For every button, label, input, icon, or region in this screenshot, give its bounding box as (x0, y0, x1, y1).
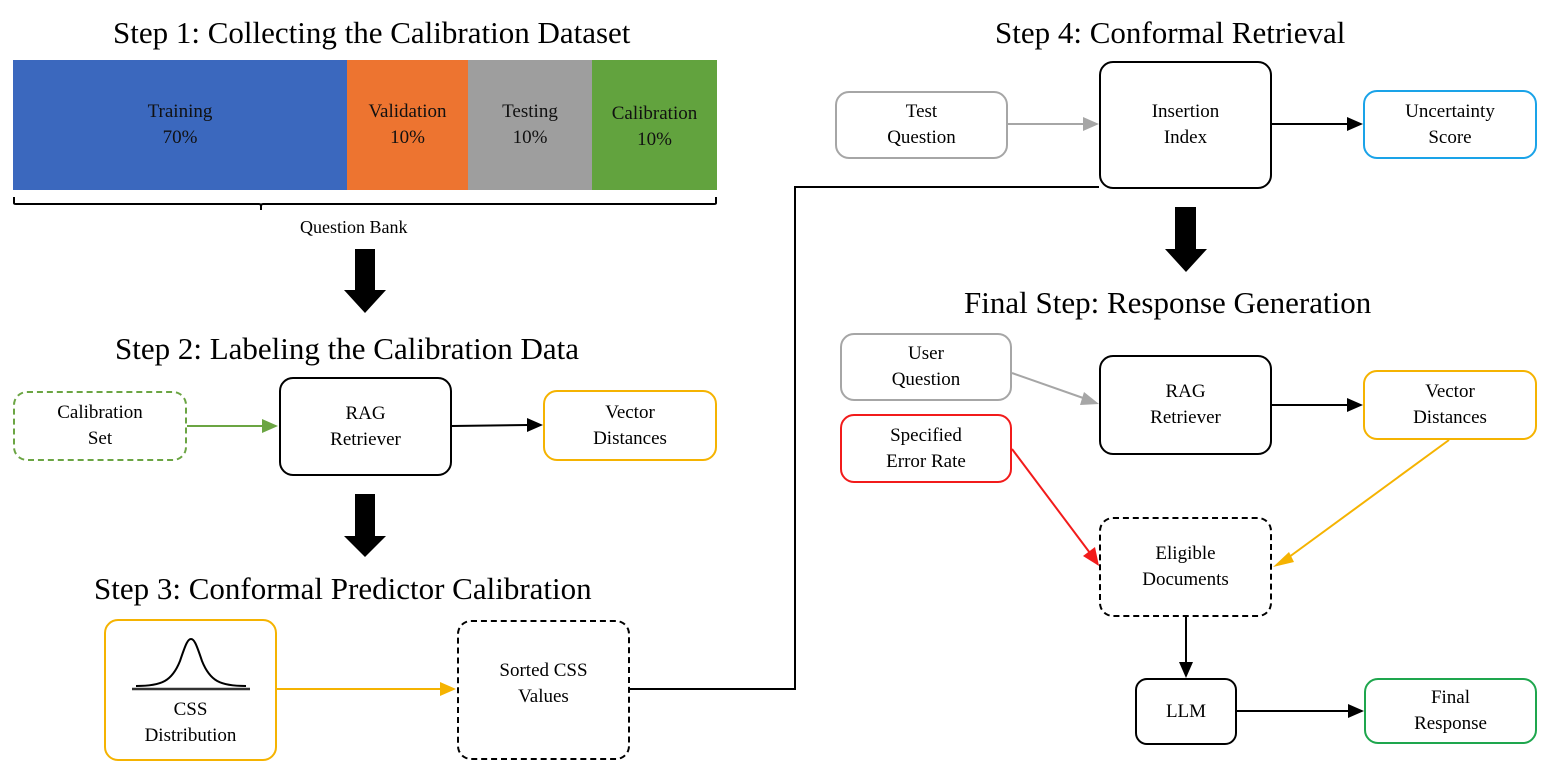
arrowhead-black-icon (1347, 117, 1363, 131)
arrowhead-orange-icon (440, 682, 456, 696)
arrowhead-red-icon (1083, 547, 1099, 566)
rag-retriever-node-final[interactable]: RAG Retriever (1099, 355, 1272, 455)
uncertainty-score-line2: Score (1428, 126, 1472, 148)
vector-distances-final-line2: Distances (1413, 407, 1487, 428)
question-bank-bracket (13, 197, 717, 210)
user-question-line1: User (908, 343, 944, 364)
arrowhead-black-icon (1347, 398, 1363, 412)
step3-title: Step 3: Conformal Predictor Calibration (94, 571, 592, 606)
uncertainty-score-line1: Uncertainty (1405, 100, 1495, 122)
rag-retriever-line1: RAG (345, 402, 386, 424)
css-distribution-line1: CSS (173, 699, 208, 720)
rag-retriever-node-step2[interactable]: RAG Retriever (279, 377, 452, 476)
eligible-documents-line2: Documents (1142, 569, 1229, 590)
segment-testing-percent: 10% (512, 127, 548, 148)
segment-training-name: Training (147, 101, 213, 122)
arrowhead-orange-icon (1273, 552, 1294, 567)
segment-validation-percent: 10% (390, 127, 425, 148)
rag-retriever-final-line1: RAG (1165, 381, 1206, 402)
step1-title: Step 1: Collecting the Calibration Datas… (113, 15, 631, 50)
question-bank-label: Question Bank (300, 217, 408, 237)
segment-training: Training 70% (13, 60, 347, 190)
arrowhead-green-icon (262, 419, 278, 433)
sorted-css-values-node[interactable]: Sorted CSS Values (457, 620, 630, 760)
segment-validation: Validation 10% (347, 60, 468, 190)
big-down-arrow-2-icon (344, 494, 386, 557)
step2-title: Step 2: Labeling the Calibration Data (115, 331, 580, 366)
eligible-documents-line1: Eligible (1155, 543, 1216, 564)
final-step-title: Final Step: Response Generation (964, 285, 1372, 320)
llm-node[interactable]: LLM (1135, 678, 1237, 745)
vector-distances-line1: Vector (605, 401, 655, 423)
step4-title: Step 4: Conformal Retrieval (995, 15, 1346, 50)
big-down-arrow-3-icon (1165, 207, 1207, 272)
segment-testing: Testing 10% (468, 60, 592, 190)
arrowhead-gray-icon (1083, 117, 1099, 131)
insertion-index-line2: Index (1163, 127, 1208, 148)
segment-calibration-percent: 10% (637, 129, 672, 150)
arrowhead-black-icon (1179, 662, 1193, 678)
arrowhead-black-icon (1348, 704, 1364, 718)
arrow-user-to-rag (1011, 372, 1087, 400)
error-rate-line1: Specified (890, 424, 962, 446)
big-down-arrow-1-icon (344, 249, 386, 313)
sorted-css-line2: Values (518, 686, 569, 707)
arrow-rag-to-vector-step2 (451, 424, 529, 427)
final-response-line2: Response (1414, 713, 1487, 734)
final-response-line1: Final (1430, 687, 1471, 708)
test-question-line1: Test (905, 101, 938, 122)
segment-calibration: Calibration 10% (592, 60, 717, 190)
calibration-set-line2: Set (87, 428, 113, 449)
vector-distances-final-line1: Vector (1425, 381, 1475, 402)
arrow-error-to-eligible (1011, 448, 1091, 554)
segment-testing-name: Testing (502, 101, 558, 122)
arrowhead-black-icon (527, 418, 543, 432)
calibration-set-line1: Calibration (57, 402, 143, 423)
rag-retriever-line2: Retriever (330, 428, 401, 450)
arrow-vector-to-eligible (1284, 439, 1450, 561)
sorted-css-line1: Sorted CSS (499, 660, 588, 681)
arrowhead-gray-icon (1080, 392, 1099, 405)
test-question-line2: Question (887, 127, 956, 148)
vector-distances-line2: Distances (593, 427, 667, 449)
css-distribution-node[interactable]: CSS Distribution (104, 619, 277, 761)
rag-retriever-final-line2: Retriever (1150, 407, 1221, 428)
insertion-index-line1: Insertion (1151, 101, 1220, 122)
segment-training-percent: 70% (162, 127, 198, 148)
bell-curve-icon (132, 637, 250, 691)
user-question-line2: Question (891, 369, 961, 390)
css-distribution-line2: Distribution (144, 725, 237, 746)
segment-calibration-name: Calibration (611, 103, 698, 124)
error-rate-line2: Error Rate (886, 450, 966, 472)
segment-validation-name: Validation (368, 101, 447, 122)
llm-label: LLM (1165, 700, 1207, 722)
